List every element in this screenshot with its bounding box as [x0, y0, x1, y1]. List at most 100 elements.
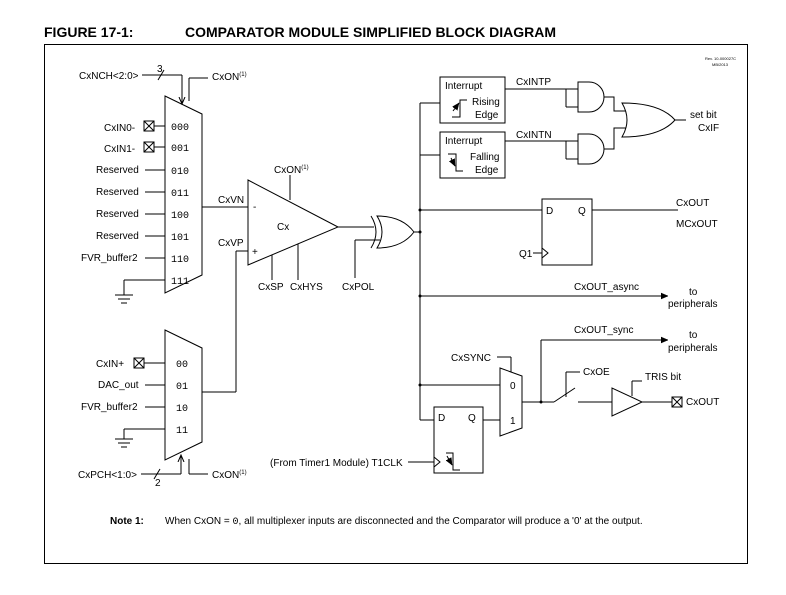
rising-edge-icon: [452, 99, 467, 118]
xor-gate: [376, 215, 415, 249]
falling-flag-label: CxINTN: [516, 130, 552, 141]
pos-mux-select-label: CxPCH<1:0>: [78, 470, 137, 481]
neg-input-code: 011: [171, 189, 189, 200]
clock-input-icon: [433, 456, 441, 468]
latch-q-label: Q: [578, 206, 586, 217]
neg-mux-input-0: CxIN0- 000: [104, 120, 189, 134]
pos-mux-input-0: CxIN+ 00: [96, 357, 188, 371]
neg-mux-input-7: 111: [115, 277, 189, 304]
tris-label: TRIS bit: [645, 372, 681, 383]
sync-flipflop: [433, 406, 484, 474]
neg-input-label: Reserved: [96, 209, 139, 220]
rising-flag-label: CxINTP: [516, 77, 551, 88]
falling-line1: Interrupt: [445, 136, 482, 147]
sync-dest-line1: to: [689, 330, 698, 341]
falling-line3: Edge: [475, 165, 499, 176]
comparator-sp-label: CxSP: [258, 282, 284, 293]
figure-number: FIGURE 17-1:: [44, 24, 134, 40]
falling-edge-detector: Interrupt Falling Edge CxINTN: [420, 130, 578, 179]
neg-mux-input-2: Reserved 010: [96, 165, 189, 178]
or-gate: [621, 102, 676, 138]
output-enable-switch: [553, 387, 576, 403]
pos-input-code: 01: [176, 382, 188, 393]
rising-line2: Rising: [472, 97, 500, 108]
neg-mux-enable-label: CxON(1): [212, 72, 247, 83]
or-output-line2: CxIF: [698, 123, 719, 134]
comparator-vn-label: CxVN: [218, 195, 244, 206]
pos-input-code: 10: [176, 404, 188, 415]
neg-mux-input-4: Reserved 100: [96, 209, 189, 222]
comparator-vp-label: CxVP: [218, 238, 244, 249]
latch-out1-label: CxOUT: [676, 198, 709, 209]
comparator-minus: -: [253, 202, 256, 213]
neg-input-code: 100: [171, 211, 189, 222]
pos-mux-enable-label: CxON(1): [212, 470, 247, 481]
or-output-line1: set bit: [690, 110, 717, 121]
neg-input-code: 001: [171, 144, 189, 155]
figure-title: COMPARATOR MODULE SIMPLIFIED BLOCK DIAGR…: [185, 24, 556, 40]
rising-edge-detector: Interrupt Rising Edge CxINTP: [420, 76, 578, 124]
and-gate-rising: [577, 81, 605, 113]
neg-input-label: CxIN1-: [104, 144, 135, 155]
ground-icon: [115, 294, 133, 304]
async-dest-line2: peripherals: [668, 299, 717, 310]
latch-d-label: D: [546, 206, 553, 217]
neg-input-code: 110: [171, 255, 189, 266]
output-stage: CxOE TRIS bit CxOUT: [553, 367, 719, 417]
neg-input-code: 010: [171, 167, 189, 178]
neg-input-label: Reserved: [96, 187, 139, 198]
neg-mux-input-6: FVR_buffer2 110: [81, 253, 189, 266]
polarity-xor: CxPOL: [338, 215, 420, 293]
neg-mux-body: [164, 95, 203, 294]
neg-mux-input-3: Reserved 011: [96, 187, 189, 200]
output-latch: D Q Q1 CxOUT MCxOUT: [418, 198, 718, 266]
neg-input-code: 000: [171, 123, 189, 134]
comparator: CxVN CxVP - + Cx CxON(1) CxSP CxHYS: [202, 165, 340, 393]
positive-input-mux: CxIN+ 00 DAC_out 01 FVR_buffer2 10 11: [78, 329, 247, 489]
comparator-hys-label: CxHYS: [290, 282, 323, 293]
polarity-label: CxPOL: [342, 282, 375, 293]
latch-box: [541, 198, 593, 266]
negative-input-mux: CxNCH<2:0> 3 CxON(1) CxIN0- 000 CxIN1- 0…: [79, 64, 247, 304]
output-enable-label: CxOE: [583, 367, 610, 378]
pos-input-label: DAC_out: [98, 380, 139, 391]
comparator-symbol: [247, 179, 340, 266]
rising-line3: Edge: [475, 110, 499, 121]
falling-line2: Falling: [470, 152, 499, 163]
latch-out2-label: MCxOUT: [676, 219, 718, 230]
ground-icon: [115, 438, 133, 448]
sync-mux-in0: 0: [510, 381, 516, 392]
neg-input-label: CxIN0-: [104, 123, 135, 134]
async-output: CxOUT_async to peripherals: [418, 282, 717, 310]
comparator-name: Cx: [277, 222, 289, 233]
latch-clock-label: Q1: [519, 249, 533, 260]
neg-mux-input-1: CxIN1- 001: [104, 141, 189, 155]
neg-input-code: 101: [171, 233, 189, 244]
neg-mux-bus-width: 3: [157, 64, 163, 75]
sync-mux-body: [499, 367, 523, 437]
falling-edge-icon: [448, 153, 463, 172]
sync-mux-in1: 1: [510, 416, 516, 427]
neg-input-code: 111: [171, 277, 189, 288]
async-output-label: CxOUT_async: [574, 282, 639, 293]
note: Note 1: When CxON = 0, all multiplexer i…: [110, 516, 643, 528]
comparator-enable-label: CxON(1): [274, 165, 309, 176]
sync-output-label: CxOUT_sync: [574, 325, 633, 336]
comparator-plus: +: [252, 247, 258, 258]
revision-label: Rev. 10-000027C: [705, 56, 736, 61]
pos-input-label: FVR_buffer2: [81, 402, 138, 413]
pos-input-label: CxIN+: [96, 359, 124, 370]
diagram-frame: [44, 44, 748, 564]
interrupt-gates: set bit CxIF: [565, 81, 719, 165]
pos-input-code: 11: [176, 426, 188, 437]
neg-input-label: FVR_buffer2: [81, 253, 138, 264]
sync-ff-q-label: Q: [468, 413, 476, 424]
clock-input-icon: [541, 247, 549, 259]
sync-ff-clock-label: (From Timer1 Module) T1CLK: [270, 458, 403, 469]
neg-mux-input-5: Reserved 101: [96, 231, 189, 244]
and-gate-falling: [577, 133, 605, 165]
neg-mux-select-label: CxNCH<2:0>: [79, 71, 139, 82]
falling-edge-icon: [446, 452, 460, 471]
pos-mux-bus-width: 2: [155, 478, 161, 489]
